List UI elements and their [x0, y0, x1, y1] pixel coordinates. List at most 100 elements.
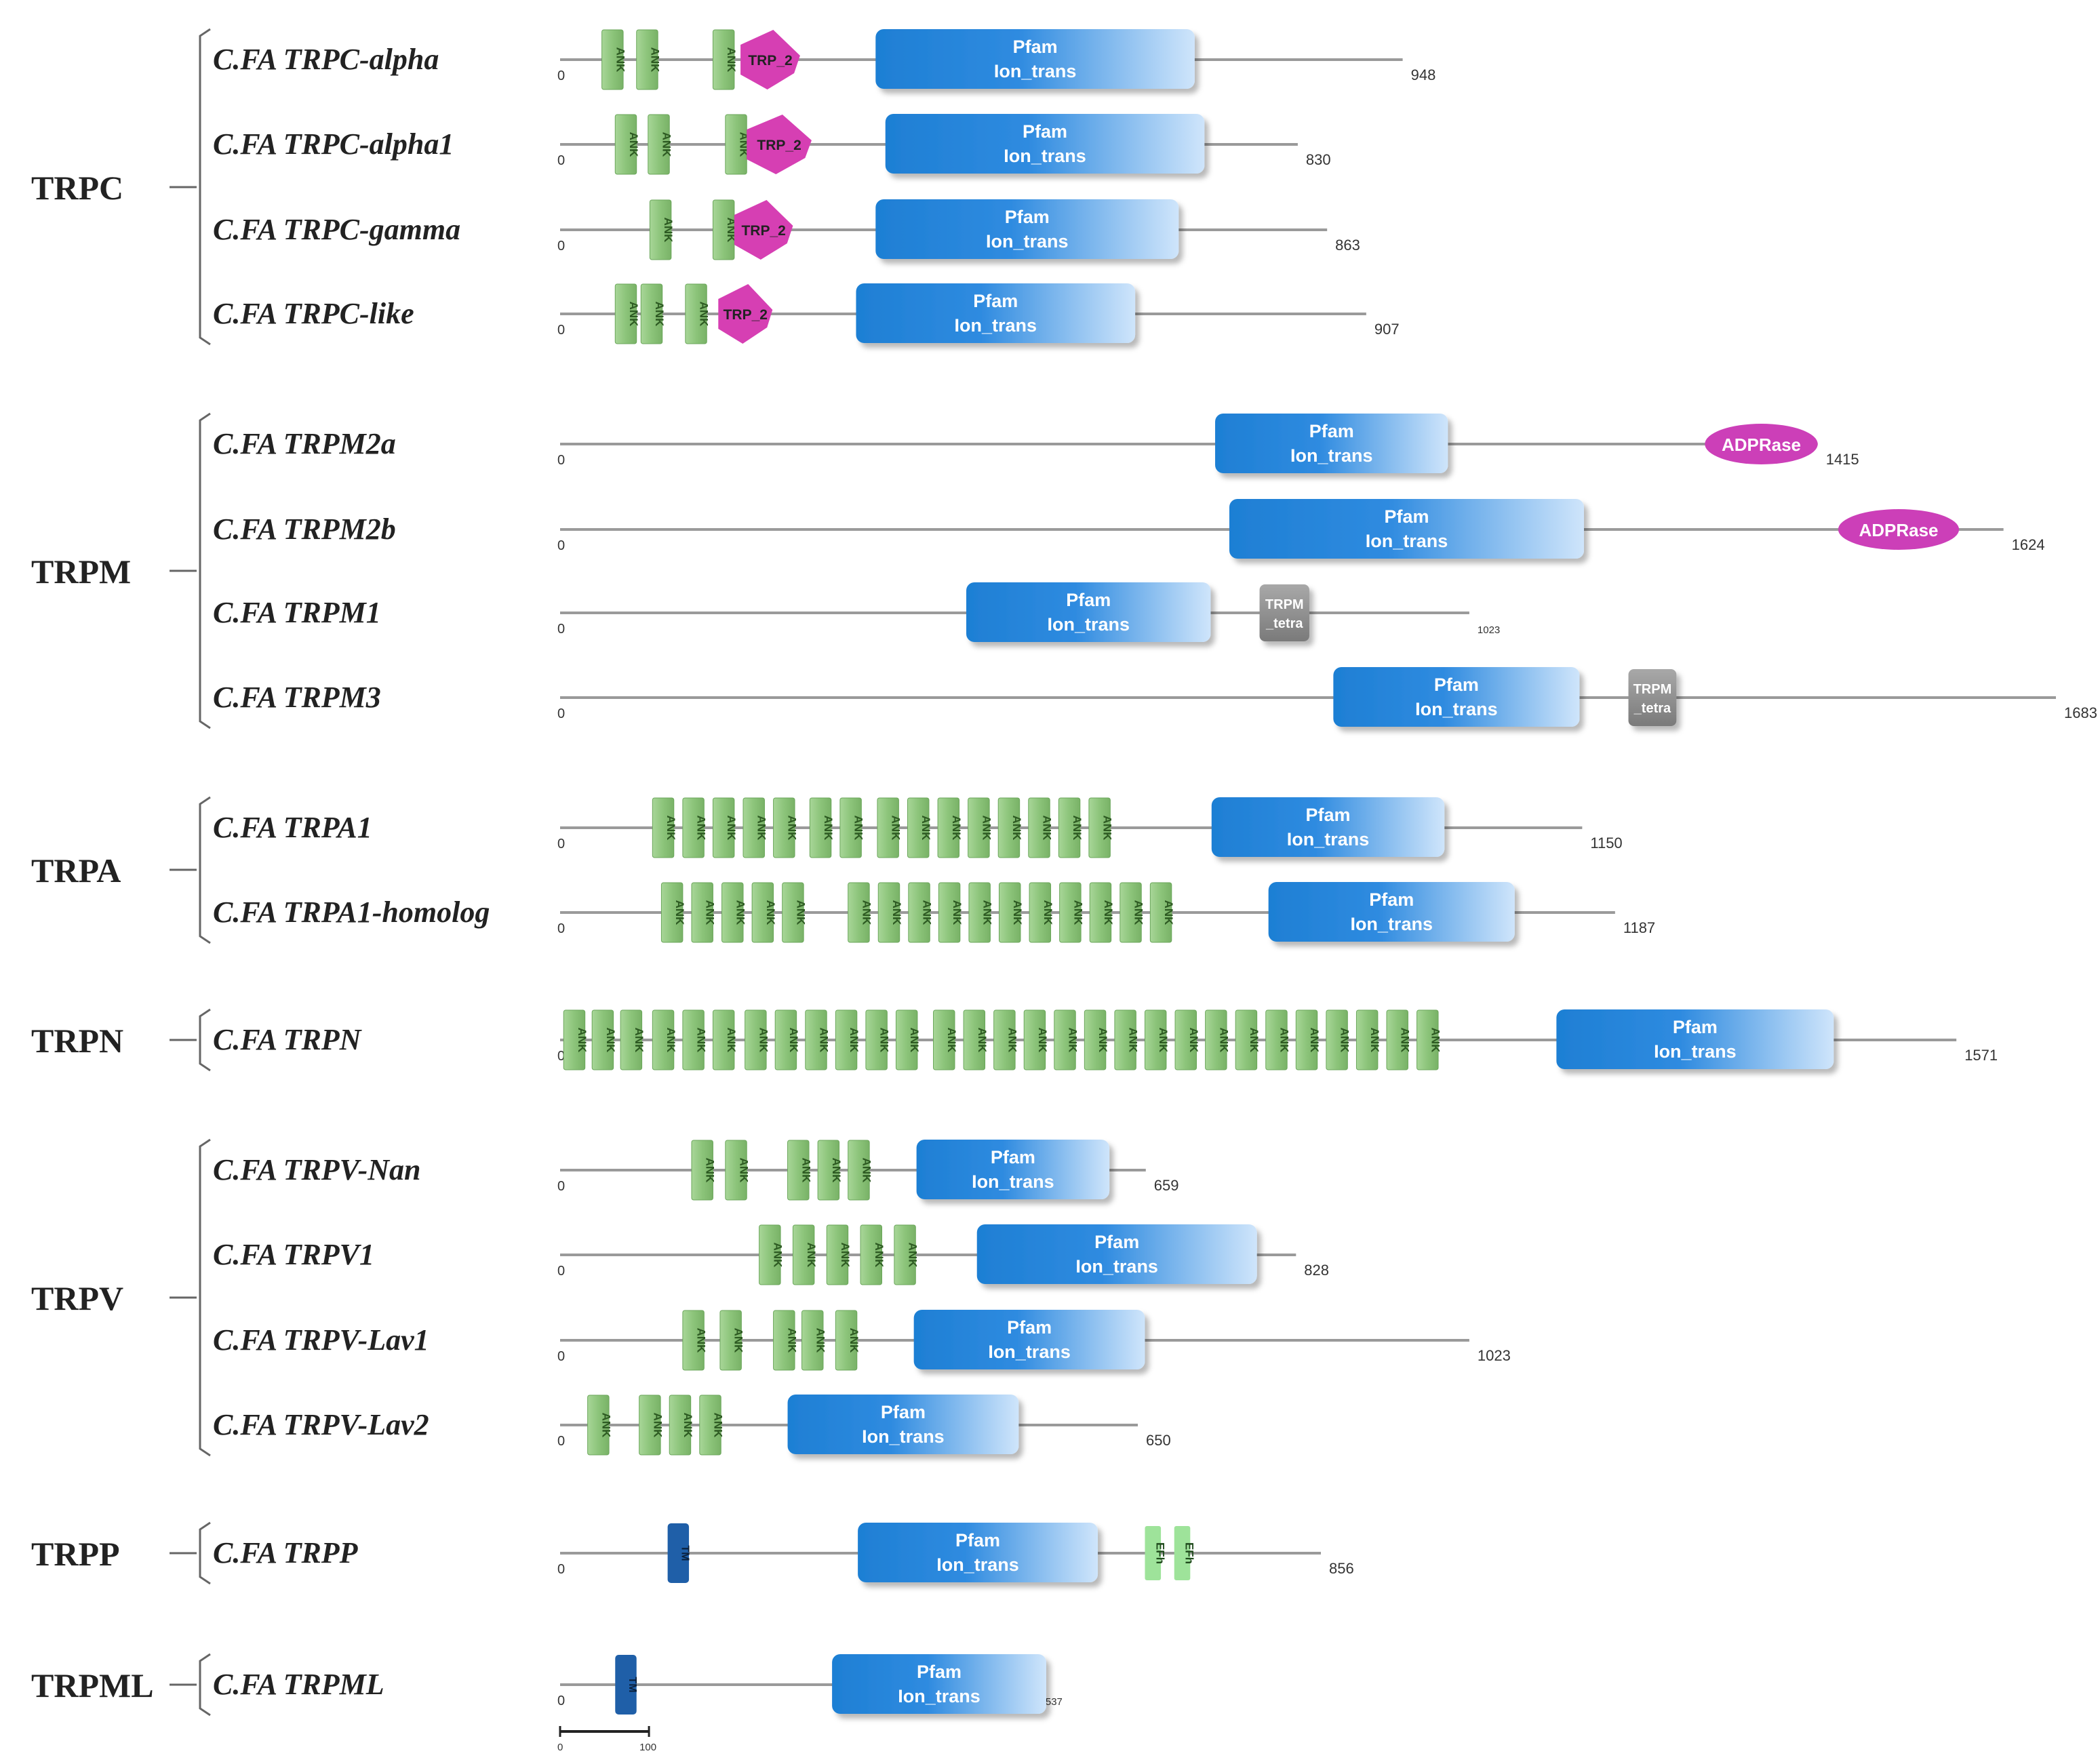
ank-box	[848, 882, 870, 943]
ank-box	[787, 1140, 810, 1201]
ank-repeat-domain: ANK	[563, 1009, 589, 1070]
ank-label: ANK	[950, 816, 963, 841]
ion-trans-label: Ion_trans	[862, 1426, 945, 1447]
ank-repeat-domain: ANK	[719, 1310, 745, 1371]
ank-repeat-domain: ANK	[1120, 882, 1145, 943]
family-bracket	[170, 1521, 211, 1585]
trpm-tetra-domain: TRPM_tetra	[1628, 669, 1677, 726]
ank-label: ANK	[1067, 1028, 1079, 1054]
ank-box	[751, 882, 774, 943]
ank-label: ANK	[1127, 1028, 1140, 1054]
ank-repeat-domain: ANK	[773, 1310, 798, 1371]
ank-label: ANK	[734, 900, 747, 926]
ank-label: ANK	[787, 1028, 800, 1054]
ank-box	[1205, 1009, 1227, 1070]
ion-trans-label: Ion_trans	[1287, 829, 1370, 849]
ank-label: ANK	[1368, 1028, 1381, 1054]
ank-repeat-domain: ANK	[999, 882, 1024, 943]
ank-box	[682, 1009, 705, 1070]
ank-repeat-domain: ANK	[877, 882, 903, 943]
ank-repeat-domain: ANK	[1295, 1009, 1321, 1070]
ank-box	[721, 882, 744, 943]
pfam-label: Pfam	[1384, 506, 1429, 527]
ank-box	[968, 797, 990, 858]
ank-repeat-domain: ANK	[1023, 1009, 1049, 1070]
ank-repeat-domain: ANK	[865, 1009, 891, 1070]
ank-repeat-domain: ANK	[826, 1224, 852, 1285]
ank-box	[848, 1140, 870, 1201]
ank-box	[907, 797, 930, 858]
ion-trans-label: Ion_trans	[1075, 1256, 1158, 1277]
protein-name: C.FA TRPC-alpha	[213, 43, 439, 76]
ank-repeat-domain: ANK	[712, 1009, 738, 1070]
ank-box	[937, 797, 960, 858]
ank-repeat-domain: ANK	[1235, 1009, 1261, 1070]
ank-label: ANK	[873, 1243, 886, 1268]
end-position-label: 1624	[2012, 536, 2045, 553]
ank-repeat-domain: ANK	[751, 882, 777, 943]
ank-repeat-domain: ANK	[908, 882, 934, 943]
family-label: TRPC	[31, 169, 123, 207]
pfam-domain-box	[916, 1140, 1110, 1199]
ank-box	[1149, 882, 1172, 943]
ank-repeat-domain: ANK	[759, 1224, 784, 1285]
ank-box	[782, 882, 804, 943]
ank-box	[1054, 1009, 1076, 1070]
ank-label: ANK	[665, 816, 677, 841]
protein-name: C.FA TRPM2b	[213, 513, 396, 546]
ank-repeat-domain: ANK	[937, 797, 963, 858]
end-position-label: 650	[1146, 1432, 1171, 1449]
ank-box	[669, 1395, 692, 1456]
ank-label: ANK	[695, 816, 708, 841]
ank-repeat-domain: ANK	[907, 797, 932, 858]
ank-box	[719, 1310, 742, 1371]
ank-repeat-domain: ANK	[1149, 882, 1175, 943]
ank-box	[1326, 1009, 1348, 1070]
ank-repeat-domain: ANK	[938, 882, 964, 943]
trp2-shape	[747, 115, 812, 174]
ank-box	[860, 1224, 882, 1285]
ank-box	[968, 882, 991, 943]
ank-box	[1144, 1009, 1167, 1070]
ank-label: ANK	[1071, 900, 1084, 926]
ank-repeat-domain: ANK	[682, 797, 708, 858]
ank-repeat-domain: ANK	[848, 882, 873, 943]
end-position-label: 659	[1154, 1177, 1179, 1194]
ank-box	[1088, 797, 1111, 858]
ank-repeat-domain: ANK	[1355, 1009, 1381, 1070]
trp2-shape	[734, 200, 793, 260]
ank-repeat-domain: ANK	[1205, 1009, 1230, 1070]
ank-label: ANK	[1006, 1028, 1018, 1054]
ank-repeat-domain: ANK	[1084, 1009, 1109, 1070]
tetra-label-line1: TRPM	[1633, 682, 1672, 697]
ank-repeat-domain: ANK	[839, 797, 865, 858]
pfam-label: Pfam	[1094, 1232, 1139, 1252]
ank-label: ANK	[732, 1328, 745, 1354]
ank-label: ANK	[860, 900, 873, 926]
start-position-label: 0	[557, 1049, 565, 1064]
ank-label: ANK	[755, 816, 768, 841]
trpm-tetra-domain: TRPM_tetra	[1259, 584, 1309, 641]
pfam-domain-box	[875, 29, 1195, 89]
ank-repeat-domain: ANK	[774, 1009, 800, 1070]
ank-label: ANK	[799, 1158, 812, 1184]
ank-repeat-domain: ANK	[1386, 1009, 1412, 1070]
ank-label: ANK	[1042, 900, 1054, 926]
adprase-domain: ADPRase	[1705, 424, 1818, 464]
ank-repeat-domain: ANK	[993, 1009, 1018, 1070]
ank-repeat-domain: ANK	[895, 1009, 921, 1070]
ank-repeat-domain: ANK	[639, 1395, 664, 1456]
ank-label: ANK	[1248, 1028, 1261, 1054]
ank-box	[682, 1310, 705, 1371]
ank-repeat-domain: ANK	[682, 1310, 708, 1371]
ank-repeat-domain: ANK	[601, 29, 627, 90]
